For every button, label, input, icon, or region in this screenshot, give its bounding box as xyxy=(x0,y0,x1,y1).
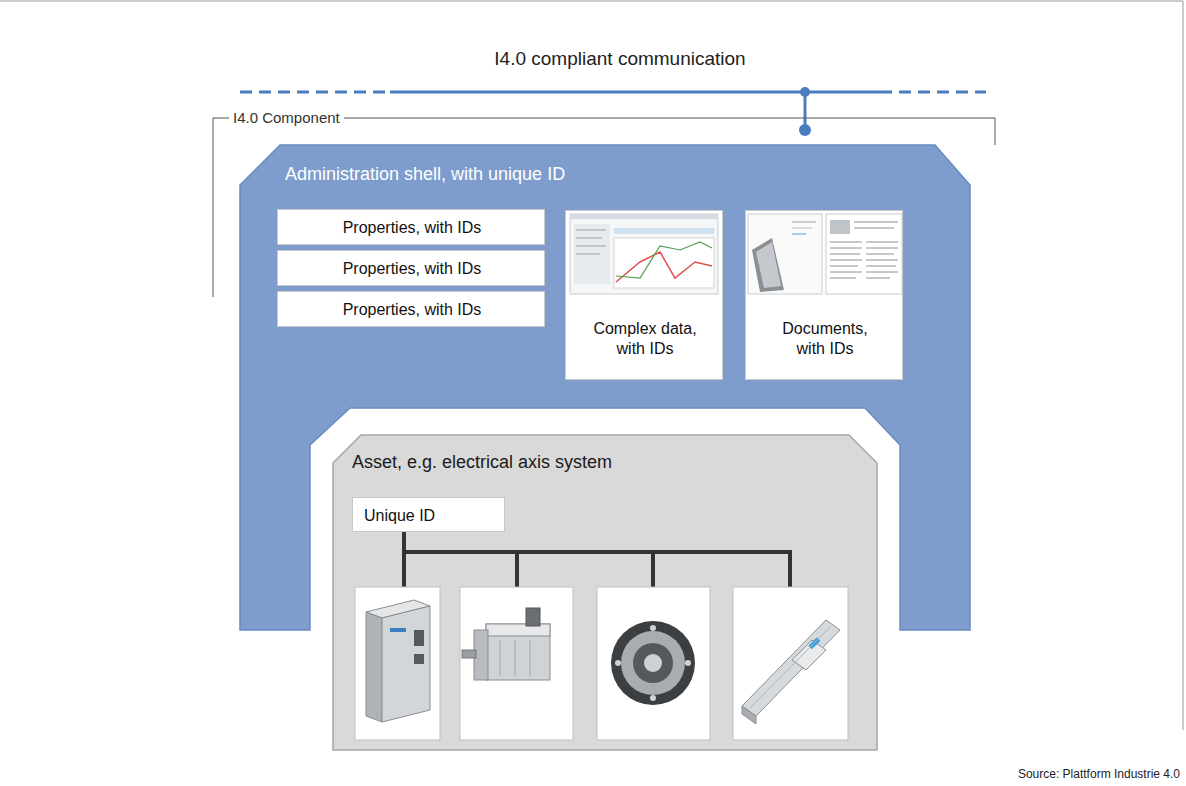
asset-box-text: Asset, e.g. electrical axis system xyxy=(352,451,852,474)
unique-id-box: Unique ID xyxy=(352,497,505,532)
property-box-text: Properties, with IDs xyxy=(286,300,538,320)
property-box: Properties, with IDs xyxy=(277,291,545,327)
component-bracket-label: I4.0 Component xyxy=(229,109,344,126)
asset-polygon xyxy=(333,435,877,750)
complex-data-box-text: Complex data, with IDs xyxy=(589,319,701,359)
unique-id-box-text: Unique ID xyxy=(364,506,495,526)
source-caption: Source: Plattform Industrie 4.0 xyxy=(1018,767,1180,781)
documents-box-text: Documents, with IDs xyxy=(769,319,881,359)
property-box-text: Properties, with IDs xyxy=(286,259,538,279)
property-box-text: Properties, with IDs xyxy=(286,218,538,238)
property-box: Properties, with IDs xyxy=(277,250,545,286)
administration-shell-text: Administration shell, with unique ID xyxy=(285,163,925,186)
bus-label: I4.0 compliant communication xyxy=(490,48,749,70)
property-box: Properties, with IDs xyxy=(277,209,545,245)
